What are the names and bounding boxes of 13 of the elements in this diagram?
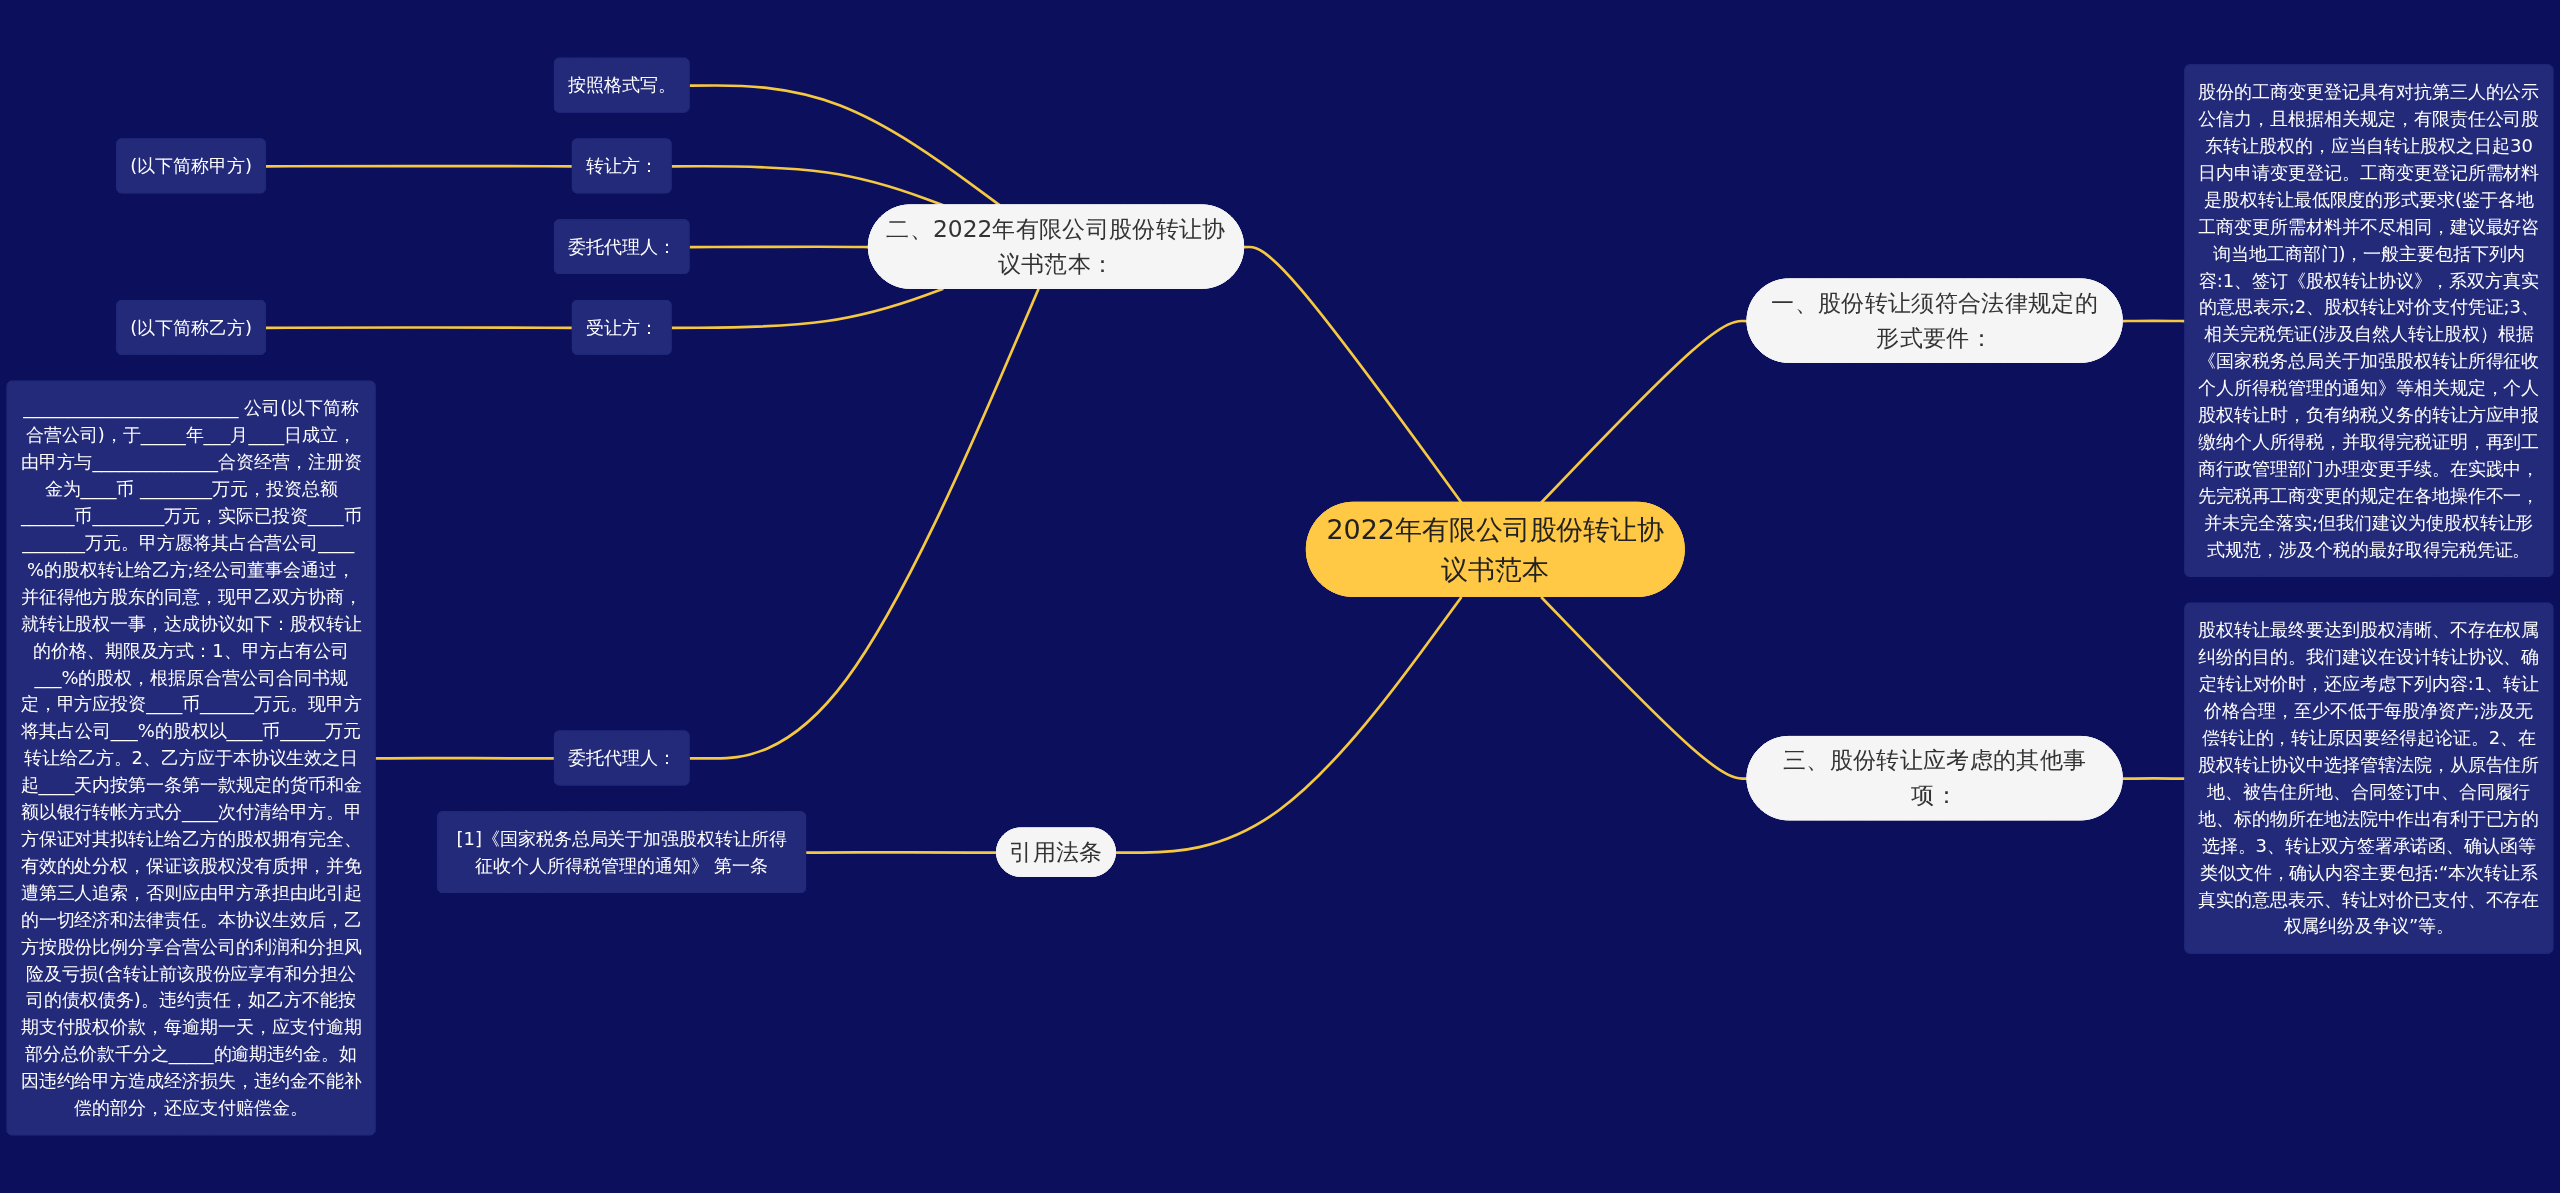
connector [806, 851, 998, 854]
connector [689, 288, 1040, 760]
connector [2122, 319, 2186, 323]
connector [1540, 319, 1748, 504]
connector [689, 245, 869, 249]
connector [671, 287, 944, 330]
connector [265, 326, 573, 330]
connector [1540, 596, 1748, 780]
connector [2122, 776, 2186, 780]
connector [375, 756, 555, 760]
connector [1244, 245, 1463, 504]
connector [265, 164, 573, 168]
connector [1115, 596, 1463, 854]
